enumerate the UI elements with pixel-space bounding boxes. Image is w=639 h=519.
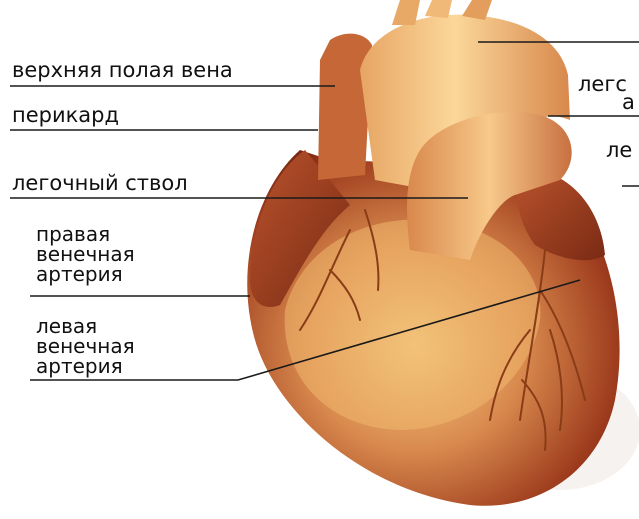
superior-vena-cava	[318, 34, 372, 180]
label-pulmonary-trunk: легочный ствол	[12, 173, 188, 193]
label-left-coronary-artery-3: артерия	[36, 358, 123, 375]
label-pericardium: перикард	[12, 105, 119, 125]
label-left-coronary-artery-2: венечная	[36, 338, 135, 355]
label-partial-pulmonary-artery-b: а	[622, 92, 635, 112]
label-right-coronary-artery-2: венечная	[36, 246, 135, 263]
label-right-coronary-artery-3: артерия	[36, 266, 123, 283]
aortic-branch	[425, 0, 452, 18]
label-left-coronary-artery-1: левая	[36, 318, 97, 335]
label-superior-vena-cava: верхняя полая вена	[12, 60, 233, 80]
label-partial-pulmonary-artery: легс	[578, 74, 627, 94]
label-right-coronary-artery-1: правая	[36, 226, 110, 243]
label-partial-pulmonary-vein: ле	[606, 140, 632, 160]
